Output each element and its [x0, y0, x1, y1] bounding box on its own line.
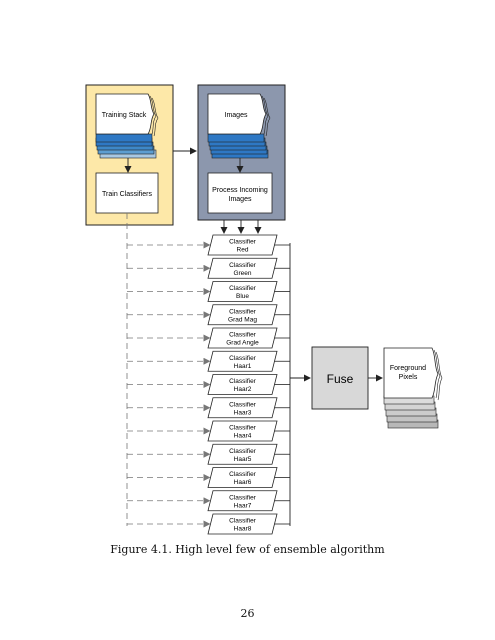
classifier-label-line1: Classifier	[229, 308, 257, 315]
classifier-list: ClassifierRedClassifierGreenClassifierBl…	[127, 234, 290, 535]
classifier-label-line2: Haar3	[234, 409, 252, 416]
classifier-box	[207, 257, 278, 279]
classifier-label-line1: Classifier	[229, 332, 257, 339]
classifier-label-line1: Classifier	[229, 239, 257, 246]
classifier-label-line2: Haar2	[234, 386, 252, 393]
classifier-label-line2: Haar5	[234, 456, 252, 463]
images-stack: Images	[207, 93, 271, 159]
classifier-box	[207, 304, 278, 326]
foreground-label-1: Foreground	[390, 365, 426, 372]
classifier-label-line1: Classifier	[229, 425, 257, 432]
classifier-label-line2: Haar6	[234, 479, 252, 486]
foreground-label-2: Pixels	[399, 374, 418, 381]
classifier-box	[207, 467, 278, 488]
classifier-label-line2: Grad Mag	[228, 316, 257, 323]
classifier-box	[207, 350, 278, 372]
classifier-label-line1: Classifier	[229, 285, 257, 292]
classifier-label-line1: Classifier	[229, 401, 257, 408]
classifier-box	[207, 443, 278, 465]
classifier-label-line1: Classifier	[229, 378, 257, 385]
images-label: Images	[225, 112, 248, 119]
classifier-box	[207, 234, 278, 256]
process-label-1: Process Incoming	[212, 187, 268, 194]
classifier-label-line1: Classifier	[229, 448, 257, 455]
fuse-box	[311, 346, 369, 410]
training-stack: Training Stack	[95, 93, 159, 159]
classifier-box	[207, 374, 278, 395]
classifier-label-line1: Classifier	[229, 355, 257, 362]
classifier-label-line1: Classifier	[229, 471, 257, 478]
classifier-box	[207, 327, 278, 349]
classifier-label-line2: Grad Angle	[226, 340, 259, 347]
train-classifiers-label: Train Classifiers	[102, 191, 152, 198]
foreground-pixels-stack: Foreground Pixels	[383, 347, 443, 429]
classifier-label-line2: Haar4	[234, 433, 252, 440]
classifier-box	[207, 397, 278, 419]
process-images-box	[207, 172, 273, 214]
classifier-label-line2: Blue	[236, 293, 249, 300]
classifier-label-line1: Classifier	[229, 262, 257, 269]
process-label-2: Images	[229, 196, 252, 203]
classifier-label-line2: Haar7	[234, 502, 252, 509]
classifier-label-line1: Classifier	[229, 494, 257, 501]
training-stack-label: Training Stack	[102, 112, 147, 119]
classifier-label-line1: Classifier	[229, 518, 257, 525]
figure-caption: Figure 4.1. High level few of ensemble a…	[110, 543, 385, 556]
classifier-box	[207, 281, 278, 302]
classifier-label-line2: Haar8	[234, 526, 252, 533]
classifier-box	[207, 490, 278, 512]
classifier-box	[207, 513, 278, 535]
fuse-label: Fuse	[327, 372, 354, 386]
classifier-label-line2: Red	[237, 247, 249, 254]
classifier-box	[207, 420, 278, 442]
classifier-label-line2: Haar1	[234, 363, 252, 370]
classifier-label-line2: Green	[233, 270, 251, 277]
page-number: 26	[240, 607, 255, 620]
